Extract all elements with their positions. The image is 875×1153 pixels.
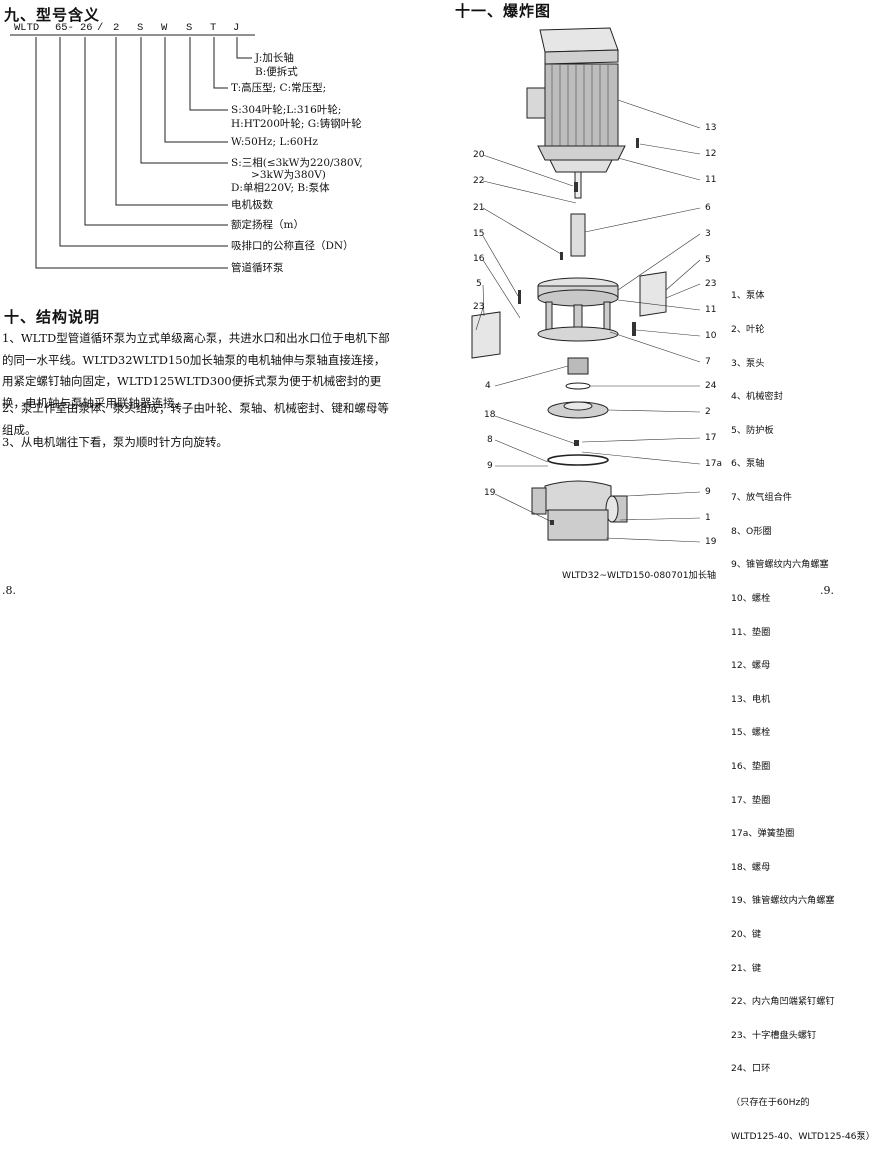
callout: 23 bbox=[705, 279, 717, 289]
legend-item: （只存在于60Hz的 bbox=[731, 1097, 810, 1109]
model-desc-t: T:高压型; C:常压型; bbox=[231, 82, 327, 94]
model-code-part: J bbox=[233, 22, 240, 34]
callout: 19 bbox=[484, 488, 496, 498]
legend-item: 18、螺母 bbox=[731, 861, 771, 873]
callout: 7 bbox=[705, 357, 711, 367]
model-code-part: 65- bbox=[55, 22, 74, 34]
callout: 19 bbox=[705, 537, 717, 547]
callout: 13 bbox=[705, 123, 717, 133]
model-code-part: WLTD bbox=[14, 22, 40, 34]
callout: 24 bbox=[705, 381, 717, 391]
legend-item: 22、内六角凹端紧钉螺钉 bbox=[731, 996, 835, 1008]
legend-item: 6、泵轴 bbox=[731, 458, 765, 470]
legend-item: 3、泵头 bbox=[731, 357, 765, 369]
legend-item: 13、电机 bbox=[731, 693, 771, 705]
legend-item: 11、垫圈 bbox=[731, 626, 771, 638]
model-code-part: S bbox=[186, 22, 193, 34]
structure-paragraph-2: 2、泵工作室由泵体、泵头组成；转子由叶轮、泵轴、机械密封、键和螺母等组成。 bbox=[2, 401, 389, 437]
callout: 5 bbox=[476, 279, 482, 289]
callout: 22 bbox=[473, 176, 485, 186]
legend-item: 5、防护板 bbox=[731, 424, 774, 436]
model-code-part: W bbox=[161, 22, 168, 34]
exploded-view-drawing bbox=[471, 27, 701, 543]
section11-title: 十一、爆炸图 bbox=[455, 2, 552, 20]
structure-paragraph-3: 3、从电机端往下看，泵为顺时针方向旋转。 bbox=[2, 435, 228, 449]
model-desc-d: D:单相220V; B:泵体 bbox=[231, 182, 330, 194]
callout: 18 bbox=[484, 410, 496, 420]
page-number-right: .9. bbox=[820, 584, 834, 597]
callout: 6 bbox=[705, 203, 711, 213]
model-code-part: 26 bbox=[80, 22, 93, 34]
callout: 20 bbox=[473, 150, 485, 160]
legend-item: 16、垫圈 bbox=[731, 760, 771, 772]
legend-item: 2、叶轮 bbox=[731, 324, 765, 336]
model-desc-head: 额定扬程（m） bbox=[231, 219, 304, 231]
legend-item: 10、螺栓 bbox=[731, 592, 771, 604]
callout: 23 bbox=[473, 302, 485, 312]
legend-item: 21、键 bbox=[731, 962, 762, 974]
legend-item: 17a、弹簧垫圈 bbox=[731, 828, 795, 840]
callout: 15 bbox=[473, 229, 485, 239]
model-code-bracket-lines bbox=[10, 34, 255, 269]
model-code-part: / bbox=[97, 22, 104, 34]
model-desc-s-impeller: S:304叶轮;L:316叶轮; bbox=[231, 104, 342, 116]
callout: 11 bbox=[705, 175, 717, 185]
model-desc-b: B:便拆式 bbox=[255, 66, 298, 78]
structure-paragraph-1: 1、WLTD型管道循环泵为立式单级离心泵，共进水口和出水口位于电机下部的同一水平… bbox=[2, 331, 390, 410]
model-code-part: 2 bbox=[113, 22, 120, 34]
callout: 16 bbox=[473, 254, 485, 264]
callout: 12 bbox=[705, 149, 717, 159]
model-desc-w: W:50Hz; L:60Hz bbox=[231, 136, 318, 148]
page-number-left: .8. bbox=[2, 584, 16, 597]
callout: 17 bbox=[705, 433, 717, 443]
callout: 9 bbox=[705, 487, 711, 497]
callout: 10 bbox=[705, 331, 717, 341]
model-desc-dn: 吸排口的公称直径（DN） bbox=[231, 240, 354, 252]
legend-item: 19、锥管螺纹内六角螺塞 bbox=[731, 895, 835, 907]
callout: 8 bbox=[487, 435, 493, 445]
legend-item: 4、机械密封 bbox=[731, 391, 783, 403]
drawing-caption: WLTD32~WLTD150-080701加长轴 bbox=[562, 570, 717, 581]
callout: 17a bbox=[705, 459, 722, 469]
callout: 4 bbox=[485, 381, 491, 391]
legend-item: 7、放气组合件 bbox=[731, 492, 792, 504]
section10-title: 十、结构说明 bbox=[4, 308, 101, 326]
callout: 11 bbox=[705, 305, 717, 315]
model-code-part: S bbox=[137, 22, 144, 34]
callout: 5 bbox=[705, 255, 711, 265]
legend-item: 9、锥管螺纹内六角螺塞 bbox=[731, 559, 829, 571]
section9-title: 九、型号含义 bbox=[4, 6, 101, 24]
callout: 1 bbox=[705, 513, 711, 523]
legend-item: 24、口环 bbox=[731, 1063, 771, 1075]
legend-item: 15、螺栓 bbox=[731, 727, 771, 739]
model-desc-poles: 电机极数 bbox=[231, 199, 273, 211]
model-desc-s-phase: S:三相(≤3kW为220/380V, bbox=[231, 157, 363, 169]
callout: 9 bbox=[487, 461, 493, 471]
legend-item: 12、螺母 bbox=[731, 660, 771, 672]
legend-item: 23、十字槽盘头螺钉 bbox=[731, 1029, 817, 1041]
legend-item: 1、泵体 bbox=[731, 290, 765, 302]
legend-item: 17、垫圈 bbox=[731, 794, 771, 806]
callout: 3 bbox=[705, 229, 711, 239]
legend-item: 20、键 bbox=[731, 928, 762, 940]
callout: 2 bbox=[705, 407, 711, 417]
callout: 21 bbox=[473, 203, 485, 213]
model-desc-pump: 管道循环泵 bbox=[231, 262, 284, 274]
legend-item: WLTD125-40、WLTD125-46泵） bbox=[731, 1130, 875, 1142]
model-desc-s-phase-2: >3kW为380V) bbox=[231, 169, 326, 181]
legend-item: 8、O形圈 bbox=[731, 525, 772, 537]
model-desc-h: H:HT200叶轮; G:铸钢叶轮 bbox=[231, 118, 362, 130]
model-desc-j: J:加长轴 bbox=[255, 52, 294, 64]
model-code-part: T bbox=[210, 22, 217, 34]
parts-legend: 1、泵体 2、叶轮 3、泵头 4、机械密封 5、防护板 6、泵轴 7、放气组合件… bbox=[731, 268, 875, 1153]
